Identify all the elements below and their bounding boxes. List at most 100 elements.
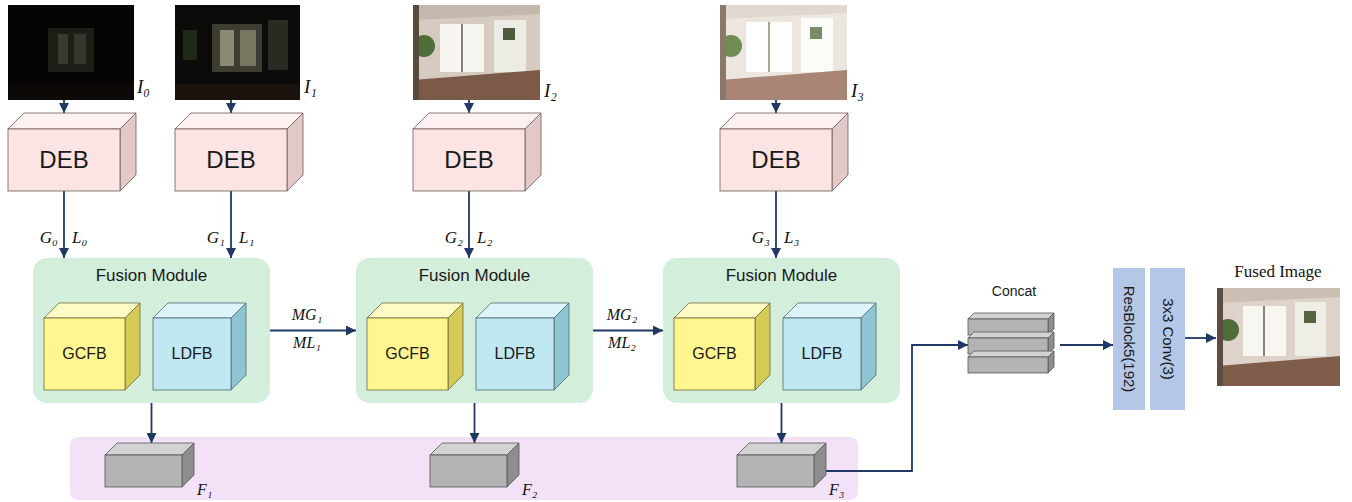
fused-photo <box>1217 288 1340 386</box>
illustration-part <box>775 100 777 113</box>
feature-label: F₁ <box>197 481 212 499</box>
illustration-part <box>268 20 288 70</box>
box-top <box>153 303 246 318</box>
gcfb-block: GCFB <box>367 318 448 390</box>
illustration-part <box>720 5 847 100</box>
box-front <box>8 129 120 191</box>
box-top <box>175 113 303 129</box>
block-label: Fusion Module <box>663 258 900 286</box>
box-top <box>737 443 826 455</box>
box-front <box>413 129 525 191</box>
illustration-part <box>8 5 134 100</box>
fusion-module: Fusion ModuleGCFBLDFB <box>356 258 593 403</box>
box-side <box>832 113 848 191</box>
illustration-part <box>413 5 419 100</box>
illustration-part <box>768 22 770 72</box>
block-label: DEB <box>206 146 255 174</box>
illustration-part <box>720 70 847 100</box>
signal-label: G₀ <box>40 228 58 248</box>
illustration-part <box>1217 356 1340 386</box>
illustration-part <box>440 24 484 72</box>
illustration-part <box>183 30 197 60</box>
block-label: GCFB <box>692 345 736 363</box>
illustration-part <box>74 34 86 64</box>
illustration-part <box>220 30 234 66</box>
illustration-part <box>1185 337 1216 339</box>
block-heading: Concat <box>968 283 1060 299</box>
box-top <box>367 303 463 318</box>
illustration-part <box>8 86 134 100</box>
block-label: 3x3 Conv(3) <box>1159 298 1176 380</box>
box-front <box>175 129 287 191</box>
box-front <box>737 455 814 487</box>
box-faces <box>737 443 828 489</box>
encoder-block: DEB <box>720 129 832 191</box>
illustration-part <box>1243 306 1286 356</box>
block-label: DEB <box>751 146 800 174</box>
illustration-part <box>503 28 515 40</box>
feature-band <box>70 437 858 500</box>
box-side <box>125 303 140 390</box>
gcfb-block: GCFB <box>44 318 125 390</box>
illustration-part <box>746 22 792 72</box>
illustration-part <box>212 24 262 72</box>
box-side <box>755 303 770 390</box>
illustration-part <box>63 100 65 113</box>
box-side <box>814 443 826 487</box>
connector-arrow <box>1060 344 1113 346</box>
box-side <box>448 303 463 390</box>
ldfb-block: LDFB <box>783 318 861 390</box>
box-top <box>44 303 140 318</box>
box-side <box>507 443 519 487</box>
layer-bar: 3x3 Conv(3) <box>1150 268 1185 410</box>
ldfb-block: LDFB <box>153 318 231 390</box>
box-side <box>120 113 136 191</box>
feature-block: F₃ <box>737 455 814 487</box>
connector-arrow <box>63 191 65 258</box>
signal-label: ML₂ <box>608 334 636 352</box>
fusion-module: Fusion ModuleGCFBLDFB <box>33 258 270 403</box>
illustration-part <box>810 27 822 39</box>
box-front <box>720 129 832 191</box>
box-side <box>554 303 569 390</box>
box-side <box>287 113 303 191</box>
connector-arrow <box>151 403 153 443</box>
signal-label: I₁ <box>304 76 317 98</box>
box-side <box>861 303 876 390</box>
feature-label: F₂ <box>522 481 537 499</box>
box-front <box>476 318 554 390</box>
illustration-part <box>175 5 300 100</box>
fusion-module: Fusion ModuleGCFB LDFB <box>663 258 900 403</box>
signal-label: I₀ <box>137 76 150 98</box>
box-top <box>105 443 194 455</box>
illustration-part <box>58 34 68 64</box>
box-faces <box>968 305 1062 375</box>
box-front <box>367 318 448 390</box>
gcfb-block: GCFB <box>674 318 755 390</box>
connector-arrow <box>468 191 470 258</box>
signal-label: L₁ <box>239 228 254 248</box>
block-label: ResBlock5(192) <box>1121 286 1138 393</box>
illustration-part <box>175 84 300 100</box>
box-side <box>231 303 246 390</box>
signal-label: I₂ <box>544 80 557 102</box>
signal-label: L₂ <box>477 228 492 248</box>
box-top <box>430 443 519 455</box>
connector-arrow <box>593 330 663 332</box>
block-label: LDFB <box>802 345 843 363</box>
box-faces <box>105 443 196 489</box>
block-label: GCFB <box>385 345 429 363</box>
box-side <box>525 113 541 191</box>
illustration-part <box>1263 306 1265 356</box>
image-caption: Fused Image <box>1234 262 1321 282</box>
exposure-photo <box>720 5 847 100</box>
illustration-part <box>1217 288 1340 386</box>
box-front <box>105 455 182 487</box>
box-top <box>413 113 541 129</box>
plate-top <box>968 332 1054 338</box>
box-front <box>783 318 861 390</box>
exposure-photo <box>8 5 134 100</box>
box-top <box>720 113 848 129</box>
box-front <box>153 318 231 390</box>
